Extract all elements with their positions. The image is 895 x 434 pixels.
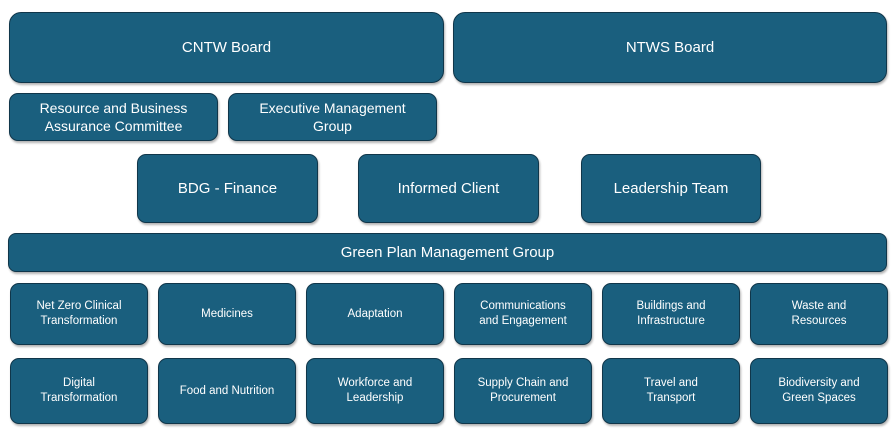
node-executive-management-group: Executive Management Group (228, 93, 437, 141)
node-travel-transport: Travel and Transport (602, 358, 740, 424)
node-cntw-board: CNTW Board (9, 12, 444, 83)
node-net-zero-clinical-transformation: Net Zero Clinical Transformation (10, 283, 148, 345)
node-green-plan-management-group: Green Plan Management Group (8, 233, 887, 272)
node-waste-resources: Waste and Resources (750, 283, 888, 345)
node-informed-client: Informed Client (358, 154, 539, 223)
node-biodiversity-green-spaces: Biodiversity and Green Spaces (750, 358, 888, 424)
node-communications-engagement: Communications and Engagement (454, 283, 592, 345)
node-medicines: Medicines (158, 283, 296, 345)
node-food-nutrition: Food and Nutrition (158, 358, 296, 424)
node-digital-transformation: Digital Transformation (10, 358, 148, 424)
node-buildings-infrastructure: Buildings and Infrastructure (602, 283, 740, 345)
node-bdg-finance: BDG - Finance (137, 154, 318, 223)
node-resource-business-assurance-committee: Resource and Business Assurance Committe… (9, 93, 218, 141)
node-workforce-leadership: Workforce and Leadership (306, 358, 444, 424)
node-adaptation: Adaptation (306, 283, 444, 345)
node-ntws-board: NTWS Board (453, 12, 887, 83)
node-leadership-team: Leadership Team (581, 154, 761, 223)
node-supply-chain-procurement: Supply Chain and Procurement (454, 358, 592, 424)
